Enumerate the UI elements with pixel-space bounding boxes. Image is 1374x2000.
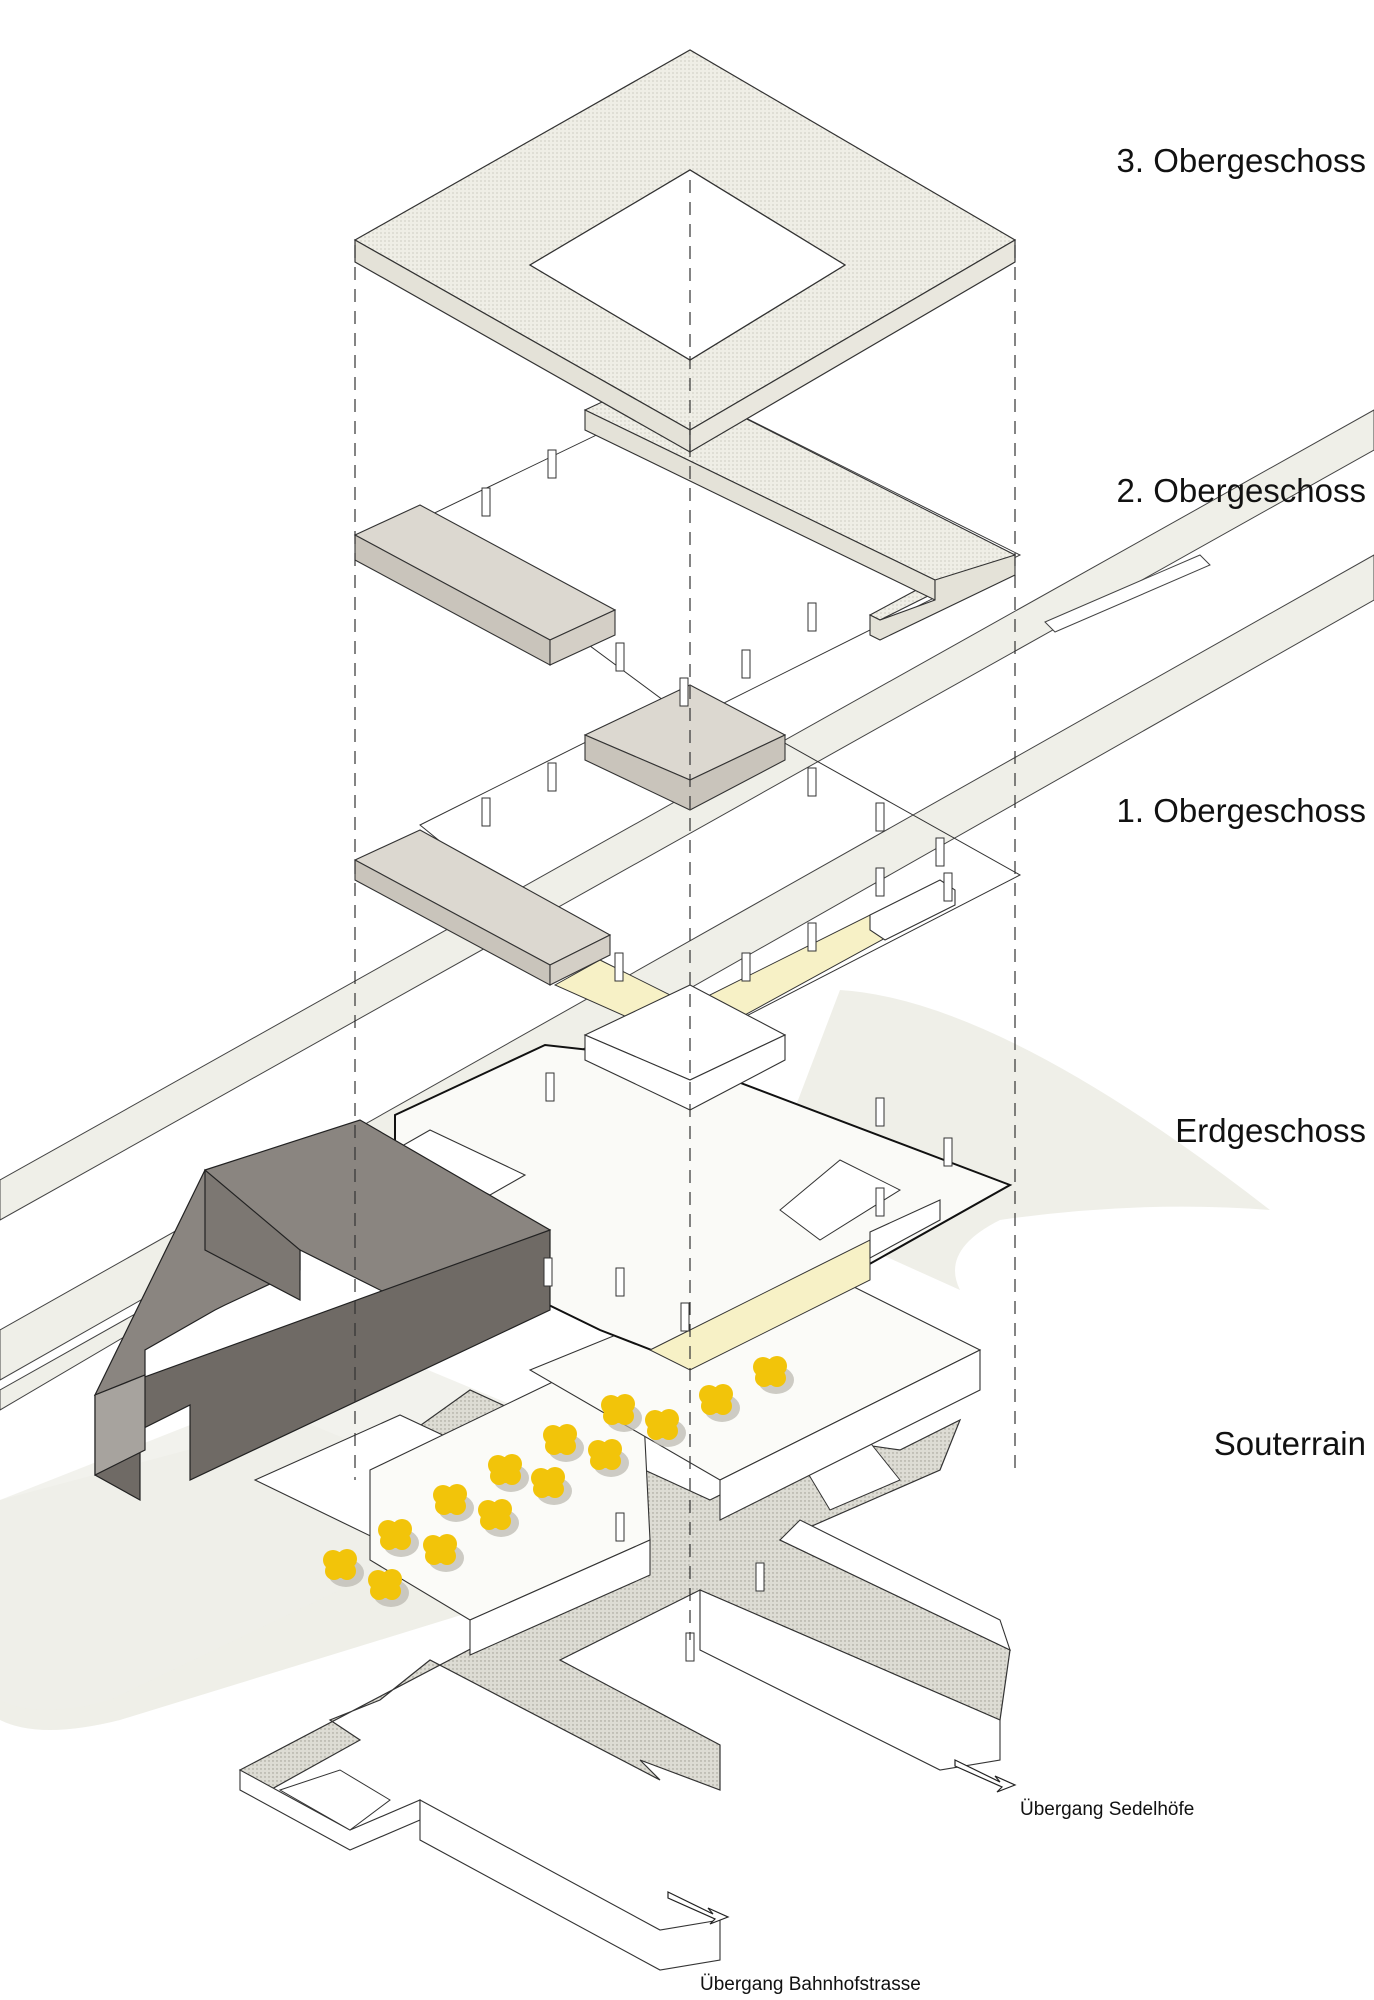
column <box>545 1072 555 1102</box>
column <box>547 449 557 479</box>
existing-building-side <box>204 1168 301 1301</box>
column <box>481 797 491 827</box>
column <box>807 602 817 632</box>
tree-icon <box>368 1569 409 1607</box>
souterrain-wall-east <box>699 1589 1001 1771</box>
eg-inner-block <box>869 1199 941 1259</box>
platform-east-side <box>719 1349 981 1521</box>
connection-sedelhoefe: Übergang Sedelhöfe <box>954 1759 1194 1820</box>
tree-icon <box>323 1549 364 1587</box>
label-sedelhoefe: Übergang Sedelhöfe <box>1020 1799 1194 1820</box>
connection-bahnhofstrasse: Übergang Bahnhofstrasse <box>667 1891 921 1995</box>
tree-icon <box>753 1356 794 1394</box>
arrow-bahnhofstrasse-icon <box>667 1891 730 1925</box>
eg-yellow-zone <box>648 1239 871 1371</box>
trees <box>323 1356 794 1607</box>
og3-level <box>353 49 1017 641</box>
souterrain-ramp <box>278 1769 391 1831</box>
column <box>615 1267 625 1297</box>
platform-center-side <box>469 1539 651 1656</box>
column <box>547 762 557 792</box>
tree-icon <box>699 1384 740 1422</box>
column <box>741 952 751 982</box>
label-bahnhofstrasse: Übergang Bahnhofstrasse <box>700 1974 921 1995</box>
tree-icon <box>423 1534 464 1572</box>
og1-core-side <box>584 1034 786 1111</box>
column <box>615 642 625 672</box>
column <box>755 1562 765 1592</box>
label-og2: 2. Obergeschoss <box>1117 472 1366 509</box>
column <box>807 922 817 952</box>
column <box>614 952 624 982</box>
columns <box>481 449 953 1662</box>
existing-building-end <box>94 1374 146 1476</box>
og3-courtyard-void <box>528 169 847 361</box>
og1-block-west-front <box>549 934 611 986</box>
column <box>481 487 491 517</box>
existing-building-front <box>94 1229 551 1502</box>
column <box>543 1257 553 1287</box>
arrow-sedelhoefe-icon <box>954 1759 1017 1793</box>
column <box>741 649 751 679</box>
column <box>807 767 817 797</box>
tree-icon <box>531 1467 572 1505</box>
tree-icon <box>488 1454 529 1492</box>
og2-block-west-front <box>549 609 616 666</box>
column <box>875 802 885 832</box>
column <box>875 1097 885 1127</box>
label-eg: Erdgeschoss <box>1175 1112 1366 1149</box>
label-og3: 3. Obergeschoss <box>1117 142 1366 179</box>
og1-block-east <box>869 879 956 941</box>
souterrain-wall-ne <box>779 1519 1011 1652</box>
tree-icon <box>645 1409 686 1447</box>
tree-icon <box>601 1394 642 1432</box>
tree-icon <box>543 1424 584 1462</box>
column <box>875 867 885 897</box>
eg-inner-void <box>779 1159 902 1241</box>
column <box>943 872 953 902</box>
projection-lines <box>354 180 1016 1640</box>
column <box>680 1302 690 1332</box>
tree-icon <box>433 1484 474 1522</box>
column <box>615 1512 625 1542</box>
rail-band-upper <box>0 409 1374 1221</box>
column <box>943 1137 953 1167</box>
rail-band-strip <box>1044 554 1211 633</box>
column <box>875 1187 885 1217</box>
label-og1: 1. Obergeschoss <box>1117 792 1366 829</box>
level-labels: 3. Obergeschoss 2. Obergeschoss 1. Oberg… <box>1117 142 1366 1462</box>
column <box>935 837 945 867</box>
label-ug: Souterrain <box>1214 1425 1366 1462</box>
og2-level <box>353 389 1022 811</box>
tree-icon <box>478 1499 519 1537</box>
tree-icon <box>378 1519 419 1557</box>
tree-icon <box>588 1439 629 1477</box>
column <box>679 677 689 707</box>
souterrain-wall-south <box>419 1799 721 1971</box>
